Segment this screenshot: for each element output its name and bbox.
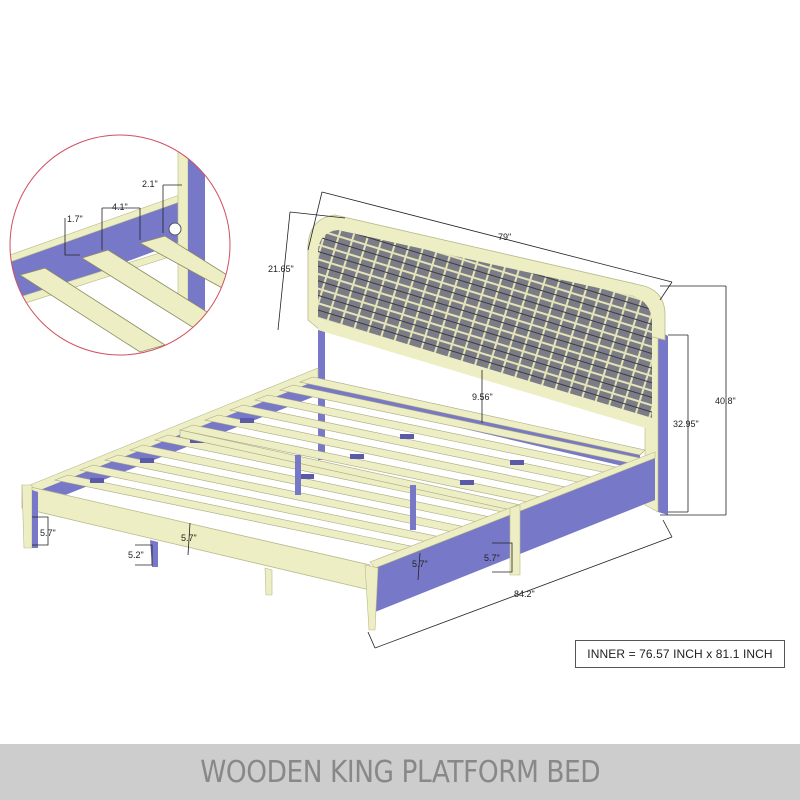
inset-edge-offset-label: 2.1" [142, 179, 158, 189]
detail-inset: 1.7" 4.1" 2.1" [9, 134, 231, 356]
overall-length-label: 84.2" [514, 589, 535, 599]
inner-dimensions-text: INNER = 76.57 INCH x 81.1 INCH [587, 647, 773, 661]
dimension-lines [32, 191, 727, 649]
inset-slat-gap-label: 4.1" [112, 202, 128, 212]
dimension-labels: 79" 21.65" 40.8" 32.95" 9.56" 84.2" 5.7"… [40, 232, 736, 599]
side-rail-height-label: 5.7" [412, 559, 428, 569]
total-height-label: 40.8" [715, 396, 736, 406]
center-leg-height-label: 5.2" [128, 550, 144, 560]
foot-leg-height-label: 5.7" [40, 528, 56, 538]
title-bar: WOODEN KING PLATFORM BED [0, 744, 800, 800]
headboard-post-height-label: 32.95" [673, 419, 699, 429]
headboard-panel-height-label: 21.65" [268, 264, 294, 274]
bed-drawing [21, 214, 668, 631]
inset-slat-height-label: 1.7" [67, 214, 83, 224]
bed-diagram: 1.7" 4.1" 2.1" [9, 134, 736, 649]
footboard-rail-height-label: 5.7" [181, 533, 197, 543]
side-leg-height-label: 5.7" [484, 553, 500, 563]
inner-dimensions-box: INNER = 76.57 INCH x 81.1 INCH [575, 640, 785, 668]
headboard-width-label: 79" [498, 232, 511, 242]
headboard-clearance-label: 9.56" [472, 392, 493, 402]
product-title: WOODEN KING PLATFORM BED [200, 754, 600, 790]
